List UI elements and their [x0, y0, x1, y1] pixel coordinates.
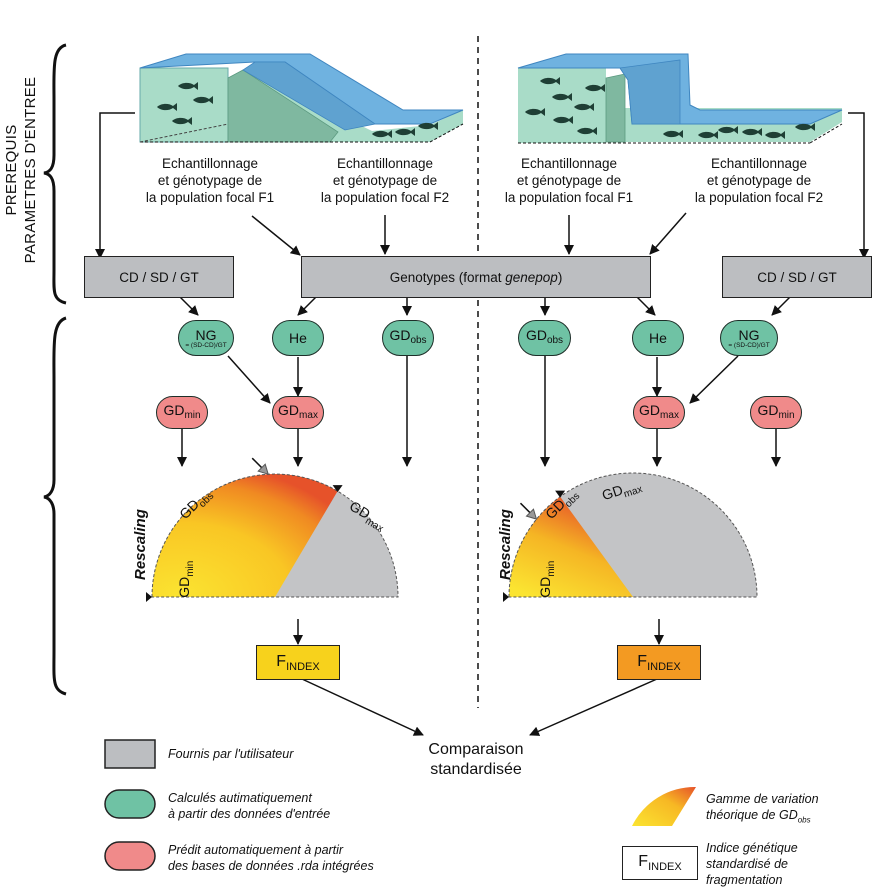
- gdobs-node-right: GDobs: [518, 320, 571, 356]
- legend-findex-box: FINDEX: [622, 846, 698, 880]
- rescaling-label-right: Rescaling: [497, 509, 514, 580]
- he-node-right: He: [632, 320, 684, 356]
- params-box-left-label: CD / SD / GT: [119, 269, 199, 285]
- genotypes-box: Genotypes (format genepop): [301, 256, 651, 298]
- legend-gradient-swatch: [632, 786, 696, 826]
- gdmin-label-right: GDmin: [537, 560, 557, 598]
- gdmin-node-right: GDmin: [750, 396, 802, 429]
- params-box-left: CD / SD / GT: [84, 256, 234, 298]
- side-label-line2: PARAMETRES D'ENTREE: [22, 76, 39, 264]
- river-with-ramp-fishpass-icon: [139, 53, 464, 143]
- brace-prerequisites: [43, 43, 67, 305]
- gdobs-arrowhead: [257, 463, 269, 475]
- gauge-right: [503, 472, 758, 602]
- params-box-right: CD / SD / GT: [722, 256, 872, 298]
- side-label-line1: PREREQUIS: [3, 124, 20, 216]
- gdmax-node-left: GDmax: [272, 396, 324, 429]
- gdmin-marker: [146, 592, 152, 602]
- genotypes-box-label: Genotypes (format genepop): [389, 269, 563, 285]
- gdmax-node-right: GDmax: [633, 396, 685, 429]
- gdmin-node-left: GDmin: [156, 396, 208, 429]
- river-with-vertical-weir-icon: [517, 53, 843, 144]
- legend-grey-swatch: [104, 739, 156, 769]
- gdobs-arrowhead: [525, 508, 538, 520]
- he-node-left: He: [272, 320, 324, 356]
- gauge-observed-sector: [152, 474, 338, 597]
- gauge-left: [146, 457, 399, 602]
- ng-node-left: NG= (SD-CD)/GT: [178, 320, 234, 356]
- legend-red-swatch: [104, 841, 156, 871]
- rescaling-label-left: Rescaling: [132, 509, 149, 580]
- brace-processing: [43, 316, 67, 696]
- ng-node-right: NG= (SD-CD)/GT: [720, 320, 778, 356]
- gdobs-node-left: GDobs: [382, 320, 434, 356]
- params-box-right-label: CD / SD / GT: [757, 269, 837, 285]
- legend-grey-text: Fournis par l'utilisateur: [168, 747, 294, 761]
- gdmax-marker: [332, 485, 343, 493]
- legend-green-swatch: [104, 789, 156, 819]
- gdmax-marker: [555, 490, 566, 498]
- gdmin-label-left: GDmin: [176, 560, 196, 598]
- findex-box-right: FINDEX: [617, 645, 701, 680]
- gdmin-marker: [503, 592, 509, 602]
- gauge-observed-sector: [509, 496, 633, 597]
- gauge-outline: [508, 472, 758, 598]
- findex-box-left: FINDEX: [256, 645, 340, 680]
- side-label-prerequisites: PREREQUIS PARAMETRES D'ENTREE: [2, 60, 40, 280]
- gauge-outline: [151, 473, 399, 598]
